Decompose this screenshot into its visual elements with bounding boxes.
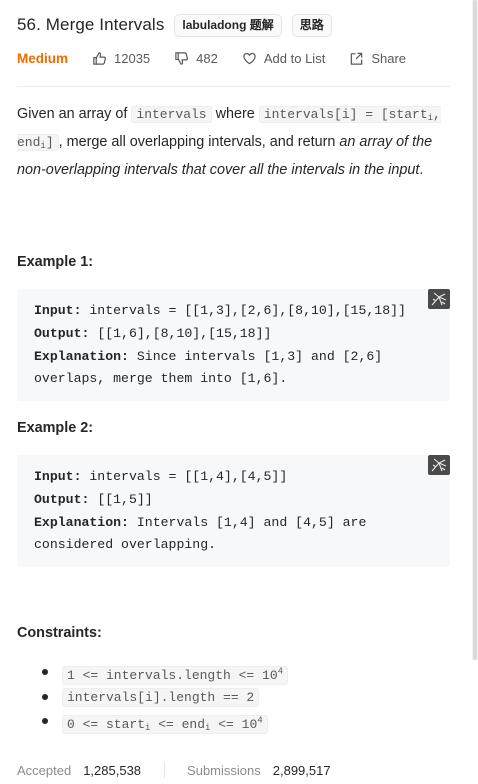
example-2-explanation-line-2: considered overlapping.	[34, 537, 217, 553]
constraint-pair: intervals[i].length == 2	[62, 687, 260, 707]
constraint-item: intervals[i].length == 2	[17, 685, 288, 710]
problem-meta: Medium 12035 482 Add to List	[17, 48, 406, 68]
submissions-label: Submissions	[187, 762, 261, 778]
like-count: 12035	[114, 50, 151, 66]
title-row: 56. Merge Intervals labuladong 题解 思路	[17, 12, 332, 38]
header-divider	[17, 86, 450, 87]
return-description: an array of the non-overlapping interval…	[17, 134, 433, 178]
example-1-explanation-line-1: Since intervals [1,3] and [2,6]	[128, 348, 383, 364]
output-label: Output:	[34, 491, 90, 507]
share-button[interactable]: Share	[349, 51, 406, 66]
labuladong-solution-tag[interactable]: labuladong 题解	[174, 13, 282, 37]
example-1-output: [[1,6],[8,10],[15,18]]	[89, 325, 272, 341]
approach-tag[interactable]: 思路	[291, 13, 332, 37]
add-to-list-button[interactable]: Add to List	[242, 51, 325, 66]
explanation-label: Explanation:	[34, 514, 129, 530]
like-button[interactable]: 12035	[92, 51, 150, 66]
heart-icon	[243, 52, 256, 64]
thumbs-up-icon	[93, 51, 106, 65]
accepted-count: 1,285,538	[83, 762, 142, 778]
problem-description: Given an array of intervals where interv…	[17, 102, 450, 182]
sketch-icon	[431, 458, 447, 472]
example-2-code-block: Input: intervals = [[1,4],[4,5]] Output:…	[17, 455, 450, 567]
example-1-code-block: Input: intervals = [[1,3],[2,6],[8,10],[…	[17, 289, 450, 401]
input-label: Input:	[34, 303, 82, 318]
share-icon	[351, 52, 363, 65]
example-2-copy-button[interactable]	[428, 455, 450, 475]
constraint-range: 0 <= starti <= endi <= 104	[62, 715, 268, 735]
intervals-code: intervals	[131, 106, 212, 123]
stats-divider	[164, 762, 166, 778]
add-to-list-label: Add to List	[263, 50, 326, 66]
explanation-label: Explanation:	[34, 348, 129, 364]
example-1-copy-button[interactable]	[428, 289, 450, 309]
constraints-list: 1 <= intervals.length <= 104 intervals[i…	[17, 660, 289, 735]
example-2-explanation-line-1: Intervals [1,4] and [4,5] are	[128, 514, 367, 530]
constraint-item: 0 <= starti <= endi <= 104	[17, 709, 288, 735]
scrollbar-thumb[interactable]	[473, 0, 477, 660]
constraint-length: 1 <= intervals.length <= 104	[62, 666, 289, 686]
constraints-heading: Constraints:	[17, 625, 102, 641]
share-label: Share	[371, 50, 407, 66]
example-2-input: intervals = [[1,4],[4,5]]	[81, 469, 288, 484]
thumbs-down-icon	[175, 51, 189, 65]
example-1-input: intervals = [[1,3],[2,6],[8,10],[15,18]]	[81, 303, 406, 318]
submissions-count: 2,899,517	[272, 762, 331, 778]
dislike-count: 482	[196, 50, 218, 66]
output-label: Output:	[34, 325, 90, 341]
example-1-explanation-line-2: overlaps, merge them into [1,6].	[34, 371, 288, 387]
sketch-icon	[431, 292, 447, 306]
example-1-content: Input: intervals = [[1,3],[2,6],[8,10],[…	[34, 300, 406, 391]
submission-stats: Accepted 1,285,538 Submissions 2,899,517	[17, 760, 331, 780]
dislike-button[interactable]: 482	[174, 51, 218, 66]
input-label: Input:	[34, 469, 82, 484]
description-paragraph: Given an array of intervals where interv…	[17, 106, 441, 178]
difficulty-badge: Medium	[17, 50, 69, 66]
example-1-heading: Example 1:	[17, 254, 93, 270]
vertical-scrollbar[interactable]	[472, 0, 478, 660]
accepted-label: Accepted	[17, 762, 72, 778]
example-2-content: Input: intervals = [[1,4],[4,5]] Output:…	[34, 466, 366, 557]
example-2-output: [[1,5]]	[89, 491, 153, 507]
example-2-heading: Example 2:	[17, 420, 93, 436]
problem-title: 56. Merge Intervals	[17, 15, 165, 34]
constraint-item: 1 <= intervals.length <= 104	[17, 660, 289, 686]
